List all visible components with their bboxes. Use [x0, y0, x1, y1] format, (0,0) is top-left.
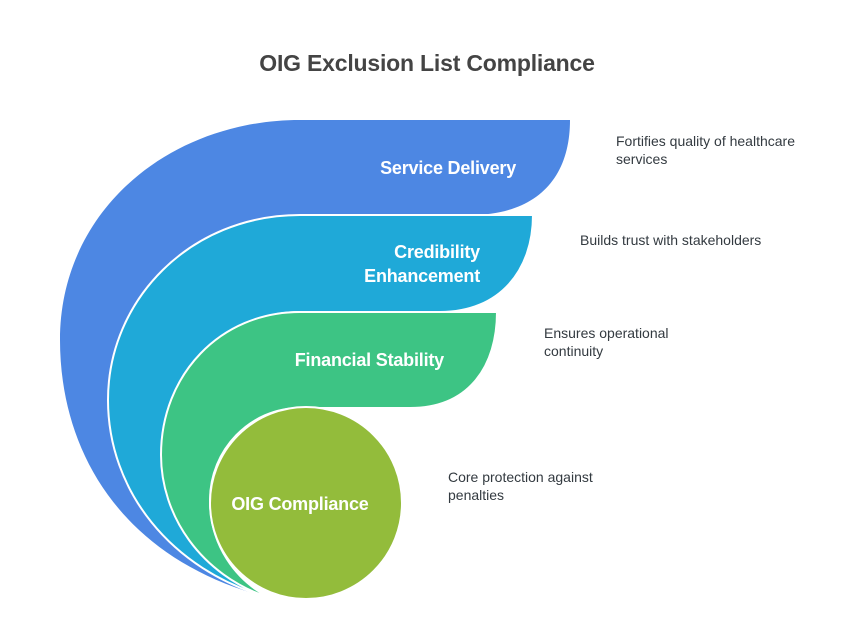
- layer-shape-service-delivery: [60, 120, 570, 598]
- layer-label-financial-stability: Financial Stability: [294, 350, 444, 370]
- layer-label-oig-compliance: OIG Compliance: [231, 494, 369, 514]
- diagram-title: OIG Exclusion List Compliance: [259, 50, 595, 76]
- layer-label-credibility-enhancement: Credibility Enhancement: [364, 242, 480, 286]
- description-oig-compliance: Core protection against penalties: [448, 469, 593, 503]
- description-service-delivery: Fortifies quality of healthcare services: [616, 133, 795, 167]
- description-financial-stability: Ensures operational continuity: [544, 325, 669, 359]
- layer-label-service-delivery: Service Delivery: [380, 158, 516, 178]
- description-credibility-enhancement: Builds trust with stakeholders: [580, 232, 762, 248]
- layer-shape-oig-compliance: [209, 406, 403, 600]
